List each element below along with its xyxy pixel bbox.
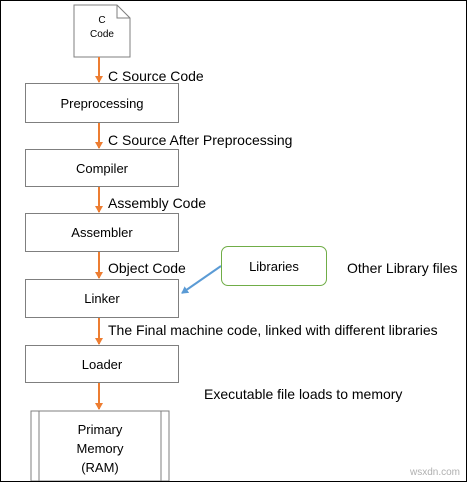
edge-label-c-source: C Source Code <box>108 68 204 84</box>
source-document-shape <box>73 4 131 58</box>
note-other-libraries: Other Library files <box>347 260 458 276</box>
arrow-libraries-to-linker <box>181 265 222 294</box>
primary-memory-label: Primary Memory (RAM) <box>39 420 161 477</box>
linker-label: Linker <box>84 291 120 306</box>
source-doc-line2: Code <box>90 29 114 40</box>
preprocessing-box: Preprocessing <box>25 83 179 123</box>
source-doc-line1: C <box>98 15 106 26</box>
edge-label-after-preprocessing: C Source After Preprocessing <box>108 132 293 148</box>
memory-line1: Primary <box>77 422 123 437</box>
edge-label-assembly: Assembly Code <box>108 195 207 211</box>
loader-label: Loader <box>81 356 123 372</box>
linker-box: Linker <box>25 279 179 318</box>
memory-line3: (RAM) <box>81 460 119 475</box>
memory-line2: Memory <box>76 441 124 456</box>
edge-label-object: Object Code <box>108 260 186 276</box>
assembler-label: Assembler <box>71 225 133 240</box>
compiler-label: Compiler <box>75 160 128 176</box>
libraries-box: Libraries <box>221 246 327 286</box>
edge-label-final-machine: The Final machine code, linked with diff… <box>108 322 438 338</box>
watermark: wsxdn.com <box>409 467 460 478</box>
assembler-box: Assembler <box>25 213 179 252</box>
loader-box: Loader <box>25 345 179 383</box>
libraries-label: Libraries <box>249 258 299 274</box>
preprocessing-label: Preprocessing <box>60 95 144 111</box>
primary-memory-box <box>30 410 170 481</box>
note-executable-loads: Executable file loads to memory <box>204 386 403 402</box>
compiler-box: Compiler <box>25 149 179 187</box>
